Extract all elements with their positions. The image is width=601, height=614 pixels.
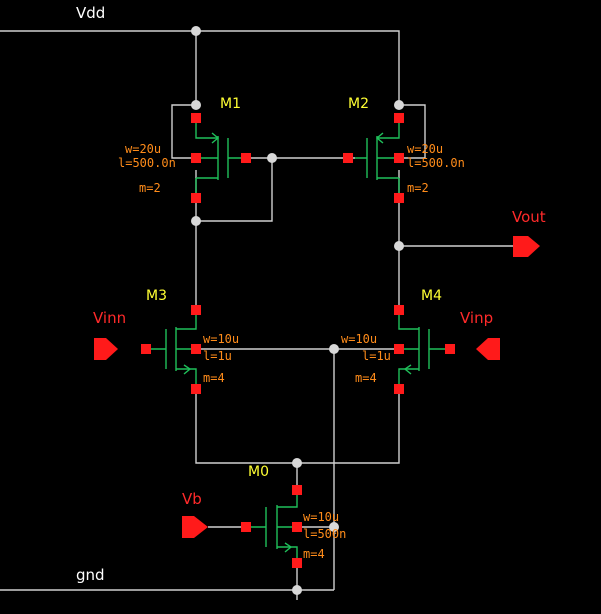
vinn-pin-label: Vinn (93, 309, 126, 327)
m4-width: w=10u (341, 332, 377, 346)
m3-symbol (146, 310, 197, 389)
m0-instance-name: M0 (248, 464, 269, 480)
vinp-port[interactable] (476, 338, 500, 360)
m0-length: l=500n (303, 527, 346, 541)
vb-pin-label: Vb (182, 490, 202, 508)
vb-port[interactable] (182, 516, 208, 538)
m2-bulk-wire (399, 104, 426, 159)
m4-instance-name: M4 (421, 288, 442, 304)
m2-symbol (355, 118, 400, 198)
vinp-pin-label: Vinp (460, 309, 493, 327)
vdd-net-label: Vdd (76, 4, 105, 22)
m0-symbol (246, 490, 298, 563)
tail-left-wire (195, 389, 400, 464)
m2-length: l=500.0n (407, 156, 465, 170)
wires (0, 30, 513, 600)
vout-port[interactable] (513, 236, 540, 257)
m0-multiplier: m=4 (303, 547, 325, 561)
m2-multiplier: m=2 (407, 181, 429, 195)
m1-instance-name: M1 (220, 96, 241, 112)
terminal-pins (141, 113, 455, 568)
m2-instance-name: M2 (348, 96, 369, 112)
m4-length: l=1u (362, 349, 391, 363)
vinn-port[interactable] (94, 338, 118, 360)
diode-connection-wire (196, 158, 273, 222)
m4-symbol (398, 310, 450, 389)
m1-symbol (195, 118, 246, 198)
m3-instance-name: M3 (146, 288, 167, 304)
m0-width: w=10u (303, 510, 339, 524)
junction-dots (191, 26, 404, 595)
m4-multiplier: m=4 (355, 371, 377, 385)
m3-length: l=1u (203, 349, 232, 363)
gnd-net-label: gnd (76, 566, 105, 584)
m1-width: w=20u (125, 142, 161, 156)
m1-multiplier: m=2 (139, 181, 161, 195)
m2-width: w=20u (407, 142, 443, 156)
m3-multiplier: m=4 (203, 371, 225, 385)
m1-length: l=500.0n (118, 156, 176, 170)
vout-pin-label: Vout (512, 208, 546, 226)
vdd-wire (0, 30, 400, 105)
m1-bulk-wire (171, 104, 196, 159)
m3-width: w=10u (203, 332, 239, 346)
